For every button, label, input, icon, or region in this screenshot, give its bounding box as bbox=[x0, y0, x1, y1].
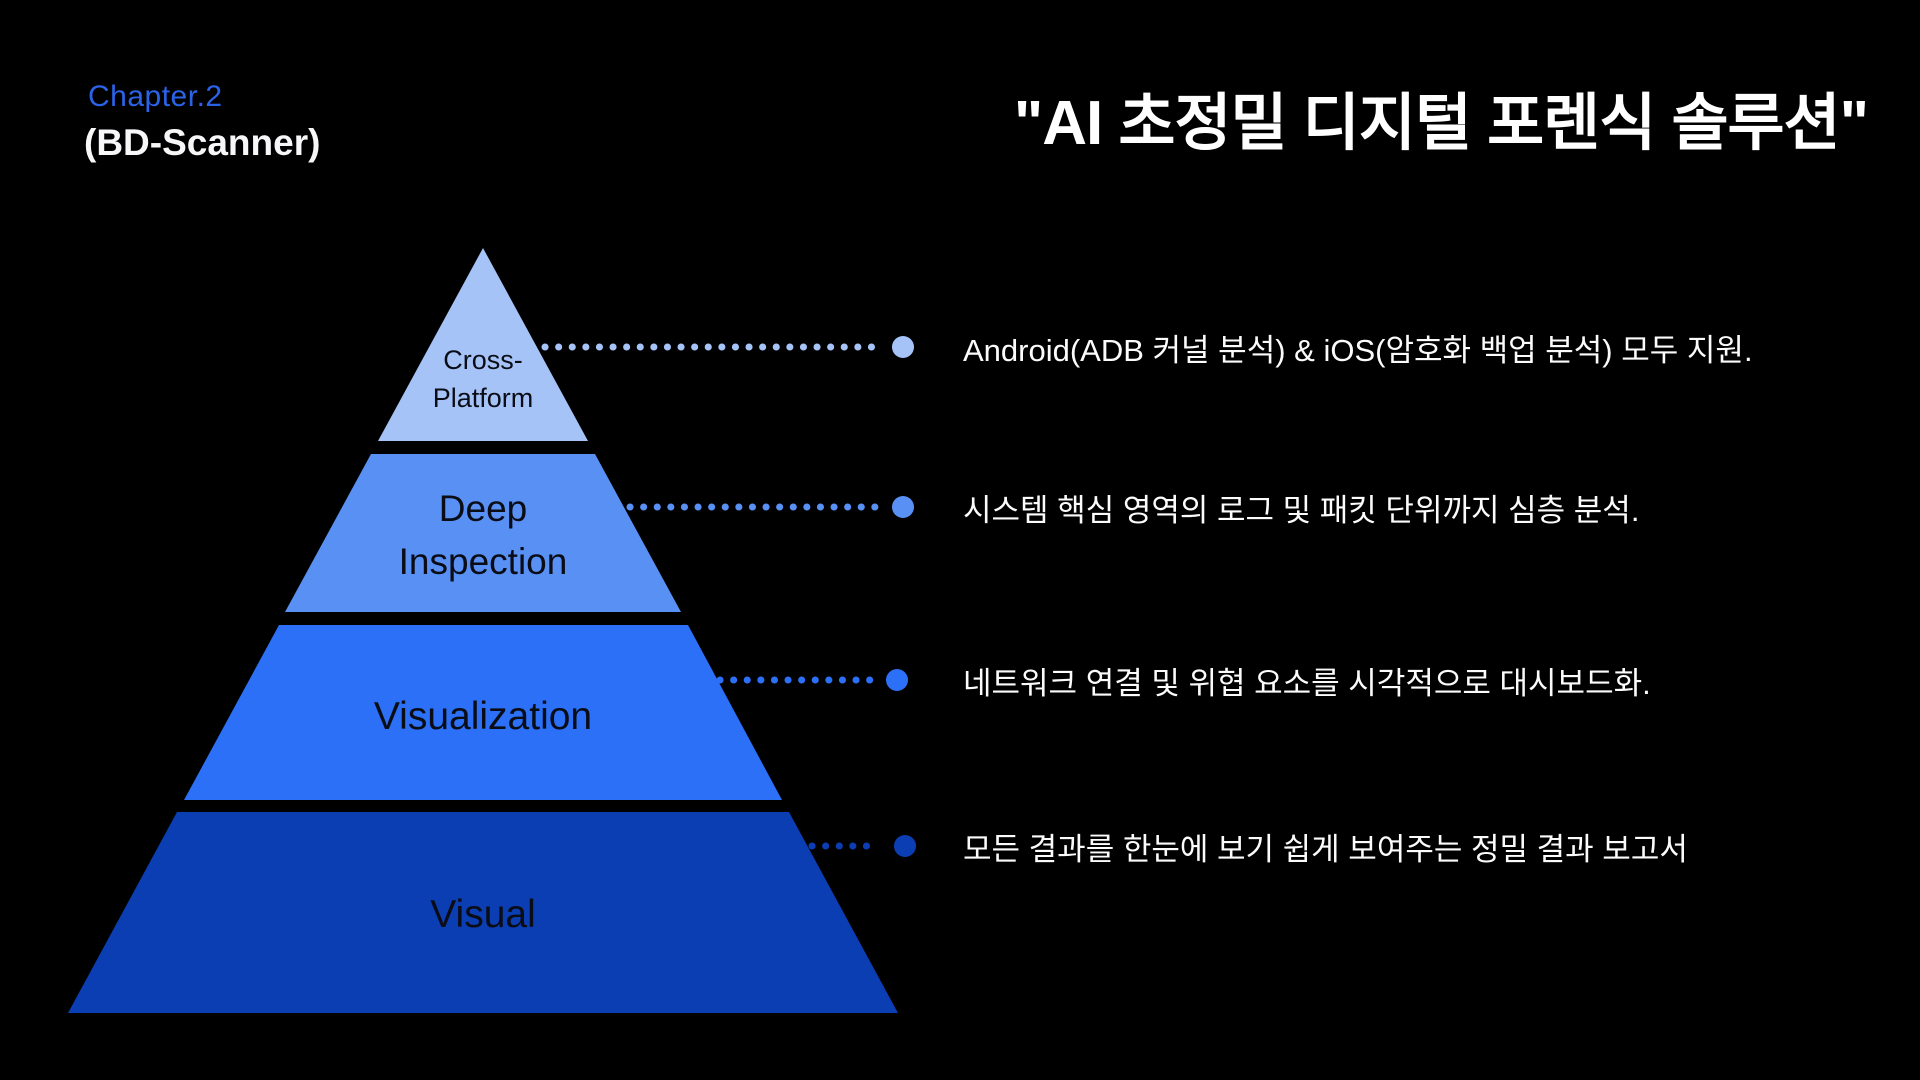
pyramid-level-visualization bbox=[184, 625, 782, 800]
pyramid-level-visual bbox=[68, 812, 898, 1013]
callout-visual: 모든 결과를 한눈에 보기 쉽게 보여주는 정밀 결과 보고서 bbox=[963, 831, 1688, 867]
pyramid-level-cross-platform bbox=[378, 248, 588, 441]
callout-cross-platform: Android(ADB 커널 분석) & iOS(암호화 백업 분석) 모두 지… bbox=[963, 332, 1753, 368]
connector-endpoint-deep-inspection bbox=[892, 496, 914, 518]
connector-endpoint-visualization bbox=[886, 669, 908, 691]
connector-endpoint-cross-platform bbox=[892, 336, 914, 358]
pyramid-label-line: Platform bbox=[432, 383, 534, 414]
pyramid-label-line: Deep bbox=[438, 488, 528, 529]
pyramid-label-visualization: Visualization bbox=[263, 689, 703, 744]
callout-visualization: 네트워크 연결 및 위협 요소를 시각적으로 대시보드화. bbox=[963, 665, 1651, 701]
product-name: (BD-Scanner) bbox=[84, 122, 321, 163]
pyramid-level-deep-inspection bbox=[285, 454, 681, 612]
pyramid-label-line: Cross- bbox=[443, 345, 523, 375]
pyramid-label-visual: Visual bbox=[263, 887, 703, 942]
pyramid-label-deep-inspection: Deep Inspection bbox=[263, 483, 703, 588]
pyramid-label-line: Inspection bbox=[398, 540, 568, 582]
callout-deep-inspection: 시스템 핵심 영역의 로그 및 패킷 단위까지 심층 분석. bbox=[963, 492, 1640, 528]
slide-title: "AI 초정밀 디지털 포렌식 솔루션" bbox=[1013, 89, 1869, 158]
pyramid-label-line: Visual bbox=[430, 893, 536, 936]
connector-endpoint-visual bbox=[894, 835, 916, 857]
pyramid-label-cross-platform: Cross- Platform bbox=[263, 341, 703, 418]
chapter-label: Chapter.2 bbox=[88, 80, 223, 113]
pyramid-label-line: Visualization bbox=[373, 695, 593, 738]
